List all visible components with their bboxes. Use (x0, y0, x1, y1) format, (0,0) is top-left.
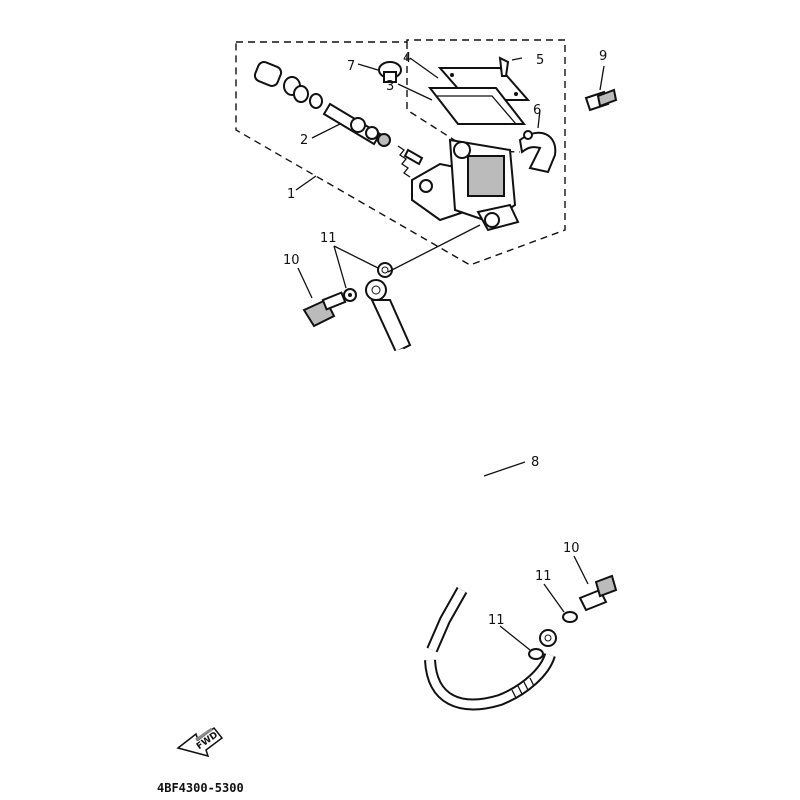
piston-kit (253, 61, 424, 178)
washer-lower-1 (528, 648, 544, 660)
reservoir-cap-group (378, 56, 531, 125)
brake-hose (365, 279, 557, 711)
holder-clamp (518, 131, 557, 174)
callout-7: 7 (347, 59, 355, 74)
bolt-9 (584, 88, 618, 112)
forward-arrow-icon: FWD (176, 726, 224, 758)
callout-3: 3 (386, 79, 394, 94)
assembly-boundary-outer (235, 39, 566, 266)
callout-9: 9 (599, 49, 607, 64)
callout-6: 6 (533, 103, 541, 118)
callout-11-top: 11 (320, 231, 337, 246)
callout-4: 4 (403, 51, 411, 66)
washer-lower-2 (562, 611, 578, 623)
union-bolt-top (302, 291, 347, 328)
callout-5: 5 (536, 53, 544, 68)
callout-8: 8 (531, 455, 539, 470)
callout-11-mid: 11 (535, 569, 552, 584)
leader-lines (295, 57, 605, 651)
callout-10-top: 10 (283, 253, 300, 268)
diagram-code: 4BF4300-5300 (157, 781, 244, 795)
callout-11-lower: 11 (488, 613, 505, 628)
callout-10-lower: 10 (563, 541, 580, 556)
master-cylinder-body (411, 138, 520, 232)
callout-1: 1 (287, 187, 295, 202)
union-bolt-lower (578, 574, 618, 612)
callout-2: 2 (300, 133, 308, 148)
